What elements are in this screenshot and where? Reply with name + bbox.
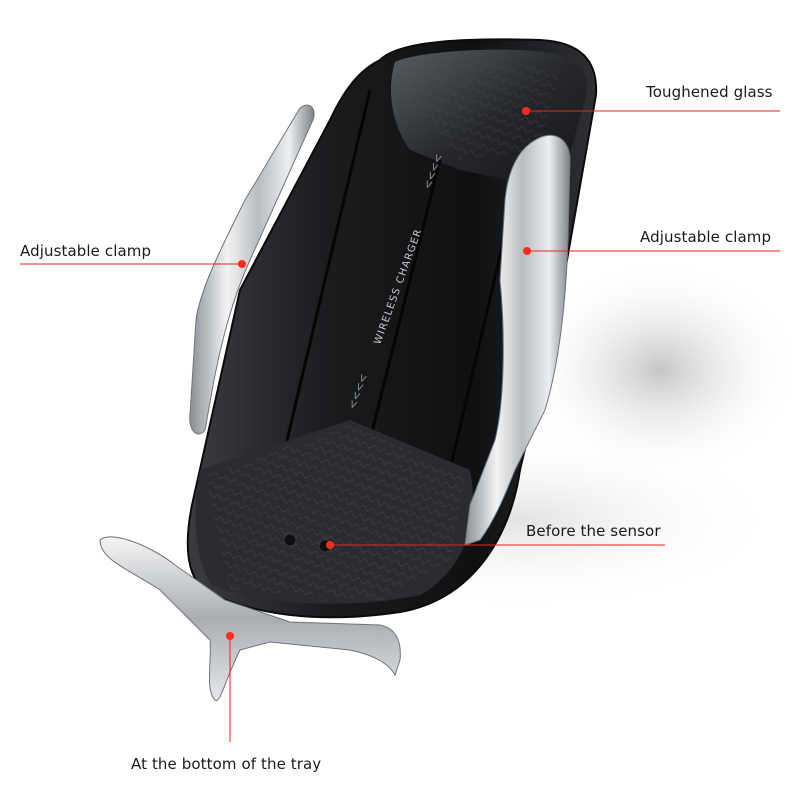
sensor-dot-left [283, 533, 297, 547]
marker-glass [522, 107, 530, 115]
bottom-tray [99, 536, 401, 702]
left-clamp-arm [189, 104, 315, 435]
right-clamp-arm [464, 134, 571, 546]
marker-tray [226, 632, 234, 640]
label-toughened-glass: Toughened glass [646, 83, 773, 101]
label-adjustable-clamp-right: Adjustable clamp [640, 228, 772, 246]
callout-lines [20, 110, 780, 742]
marker-sensor [326, 541, 334, 549]
marker-left-clamp [238, 260, 246, 268]
callout-markers [226, 107, 531, 640]
marker-right-clamp [523, 247, 531, 255]
label-tray-bottom: At the bottom of the tray [131, 755, 322, 773]
label-before-sensor: Before the sensor [526, 522, 661, 540]
label-adjustable-clamp-left: Adjustable clamp [20, 242, 152, 260]
